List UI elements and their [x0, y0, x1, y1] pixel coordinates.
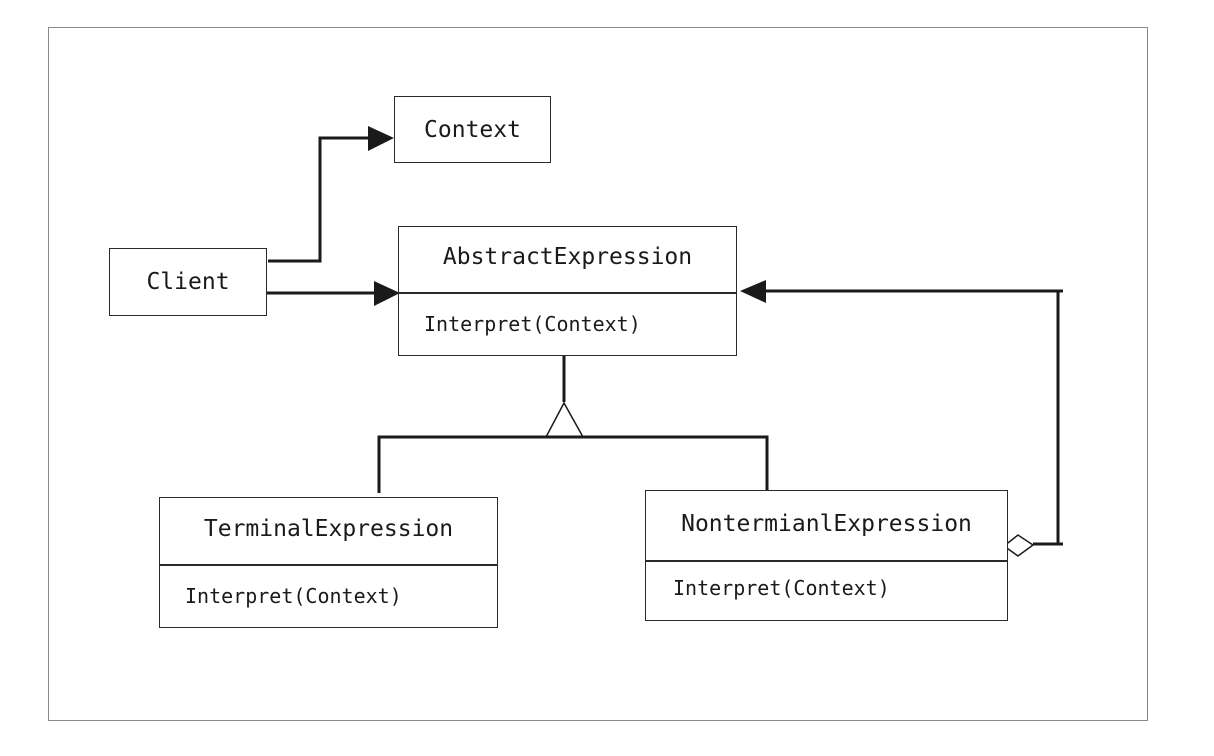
abstractexpression-operation: Interpret(Context) [424, 312, 641, 336]
client-class-box: Client [109, 248, 267, 316]
context-class-box: Context [394, 96, 551, 163]
generalization-branch [377, 435, 769, 493]
context-class-name: Context [424, 116, 521, 143]
aggregation-diamond [1002, 534, 1035, 557]
nonterminalexpression-operation: Interpret(Context) [673, 576, 890, 600]
abstractexpression-class-name: AbstractExpression [442, 244, 693, 270]
abstractexpression-divider [399, 292, 736, 294]
generalization-triangle [544, 401, 585, 438]
client-abstractexpression-arrowhead [374, 281, 400, 306]
nonterminalexpression-class-name: NontermianlExpression [681, 511, 972, 537]
terminalexpression-divider [160, 564, 497, 566]
aggregation-arrowhead [740, 280, 766, 303]
abstractexpression-class-box: AbstractExpression Interpret(Context) [398, 226, 737, 356]
aggregation-line [766, 289, 1060, 546]
client-class-name: Client [146, 269, 230, 295]
nonterminalexpression-divider [646, 560, 1007, 562]
terminalexpression-class-name: TerminalExpression [203, 516, 454, 542]
terminalexpression-operation: Interpret(Context) [185, 584, 402, 608]
terminalexpression-class-box: TerminalExpression Interpret(Context) [159, 497, 498, 628]
nonterminalexpression-class-box: NontermianlExpression Interpret(Context) [645, 490, 1008, 621]
diagram-frame [48, 27, 1148, 721]
client-context-arrowhead [368, 126, 394, 151]
client-context-association [268, 136, 372, 263]
